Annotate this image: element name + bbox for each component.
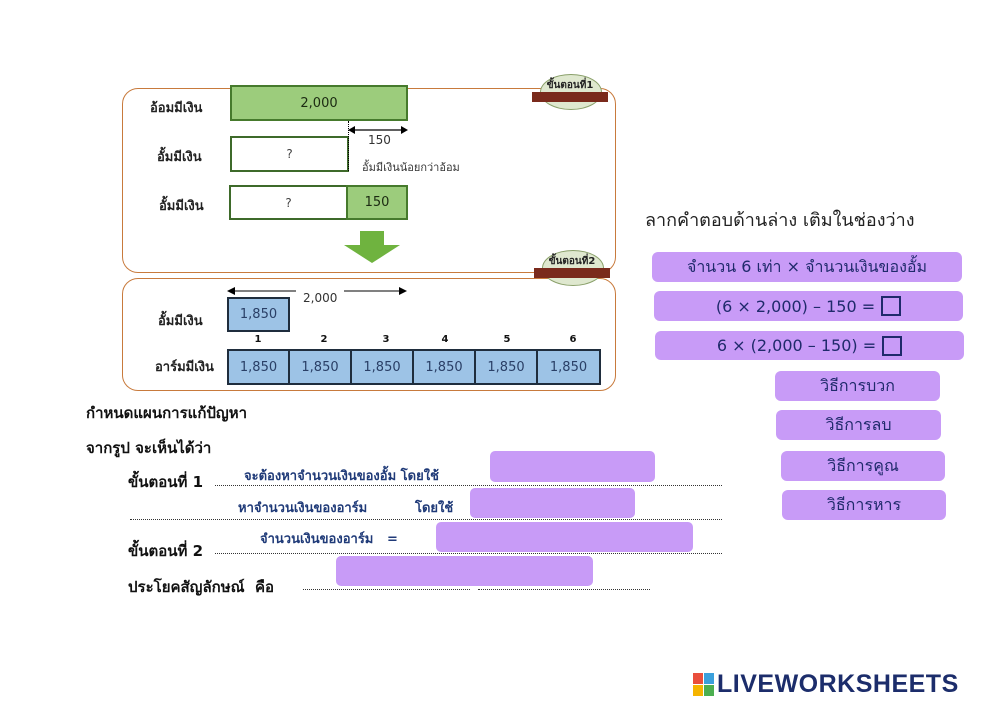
- answer-line: [130, 519, 722, 520]
- arm-cell: 1,850: [474, 349, 538, 385]
- aum-bar-unknown-2: ?: [229, 185, 348, 220]
- answer-chip[interactable]: 6 × (2,000 – 150) =: [655, 331, 964, 360]
- aom-bar: 2,000: [230, 85, 408, 121]
- step2-text: จำนวนเงินของอาร์ม =: [260, 532, 398, 547]
- drop-zone-3[interactable]: [436, 522, 693, 552]
- logo-text: LIVEWORKSHEETS: [717, 670, 959, 698]
- step1-badge: ขั้นตอนที่1: [528, 72, 612, 114]
- answer-chip[interactable]: วิธีการบวก: [775, 371, 940, 401]
- arm-cell: 1,850: [288, 349, 352, 385]
- answer-line: [303, 589, 470, 590]
- row-aum-label-2: อั้มมีเงิน: [159, 199, 204, 214]
- arm-cell: 1,850: [536, 349, 601, 385]
- down-arrow-icon: [344, 231, 400, 263]
- answer-line: [215, 485, 722, 486]
- drop-zone-1[interactable]: [490, 451, 655, 482]
- logo-mark-icon: [693, 673, 714, 696]
- step2-panel: [122, 278, 616, 391]
- step2-label: ขั้นตอนที่ 2: [128, 542, 204, 560]
- aum-unit-box: 1,850: [227, 297, 290, 332]
- plan-intro: จากรูป จะเห็นได้ว่า: [86, 439, 212, 457]
- index-label: 5: [503, 334, 511, 345]
- index-label: 3: [382, 334, 390, 345]
- step2-badge-label: ขั้นตอนที่2: [548, 256, 596, 267]
- diff-value: 150: [368, 133, 391, 147]
- row-arm-label: อาร์มมีเงิน: [155, 360, 214, 375]
- step1-line2a: หาจำนวนเงินของอาร์ม: [238, 501, 368, 516]
- step1-badge-label: ขั้นตอนที่1: [546, 80, 594, 91]
- blank-square-icon: [881, 296, 902, 316]
- index-label: 6: [569, 334, 577, 345]
- row-aum-label: อั้มมีเงิน: [157, 150, 202, 165]
- span-label: 2,000: [303, 291, 338, 305]
- plan-heading: กำหนดแผนการแก้ปัญหา: [86, 404, 248, 422]
- arm-cell: 1,850: [350, 349, 414, 385]
- sentence-label: ประโยคสัญลักษณ์ คือ: [128, 578, 275, 596]
- drop-zone-4[interactable]: [336, 556, 593, 586]
- answer-line: [215, 553, 722, 554]
- span-arrow: [227, 287, 407, 295]
- index-label: 1: [254, 334, 262, 345]
- answer-line: [478, 589, 650, 590]
- dotted-divider: [348, 121, 349, 171]
- blank-square-icon: [882, 335, 903, 356]
- arm-cell: 1,850: [412, 349, 476, 385]
- answer-chip[interactable]: จำนวน 6 เท่า × จำนวนเงินของอั้ม: [652, 252, 962, 282]
- step1-line2b: โดยใช้: [415, 501, 454, 516]
- liveworksheets-logo: LIVEWORKSHEETS: [693, 670, 959, 699]
- drop-zone-2[interactable]: [470, 488, 635, 518]
- aum-bar-unknown: ?: [230, 136, 349, 172]
- answer-chip[interactable]: วิธีการลบ: [776, 410, 941, 440]
- diff-bar: 150: [346, 185, 408, 220]
- diff-arrow: [348, 126, 408, 134]
- diff-note: อั้มมีเงินน้อยกว่าอ้อม: [362, 161, 460, 174]
- answer-chip[interactable]: วิธีการคูณ: [781, 451, 945, 481]
- answer-chip[interactable]: (6 × 2,000) – 150 =: [654, 291, 963, 321]
- answer-chip-label: 6 × (2,000 – 150) =: [716, 336, 877, 355]
- answer-chip[interactable]: วิธีการหาร: [782, 490, 946, 520]
- row-aom-label: อ้อมมีเงิน: [150, 101, 203, 116]
- instruction: ลากคำตอบด้านล่าง เติมในช่องว่าง: [645, 210, 915, 231]
- step2-badge: ขั้นตอนที่2: [530, 248, 614, 290]
- step1-line1: จะต้องหาจำนวนเงินของอั้ม โดยใช้: [244, 469, 439, 484]
- answer-chip-label: (6 × 2,000) – 150 =: [715, 296, 876, 316]
- index-label: 2: [320, 334, 328, 345]
- step1-label: ขั้นตอนที่ 1: [128, 473, 204, 491]
- index-label: 4: [441, 334, 449, 345]
- arm-cell: 1,850: [227, 349, 290, 385]
- row-aum-label-3: อั้มมีเงิน: [158, 314, 203, 329]
